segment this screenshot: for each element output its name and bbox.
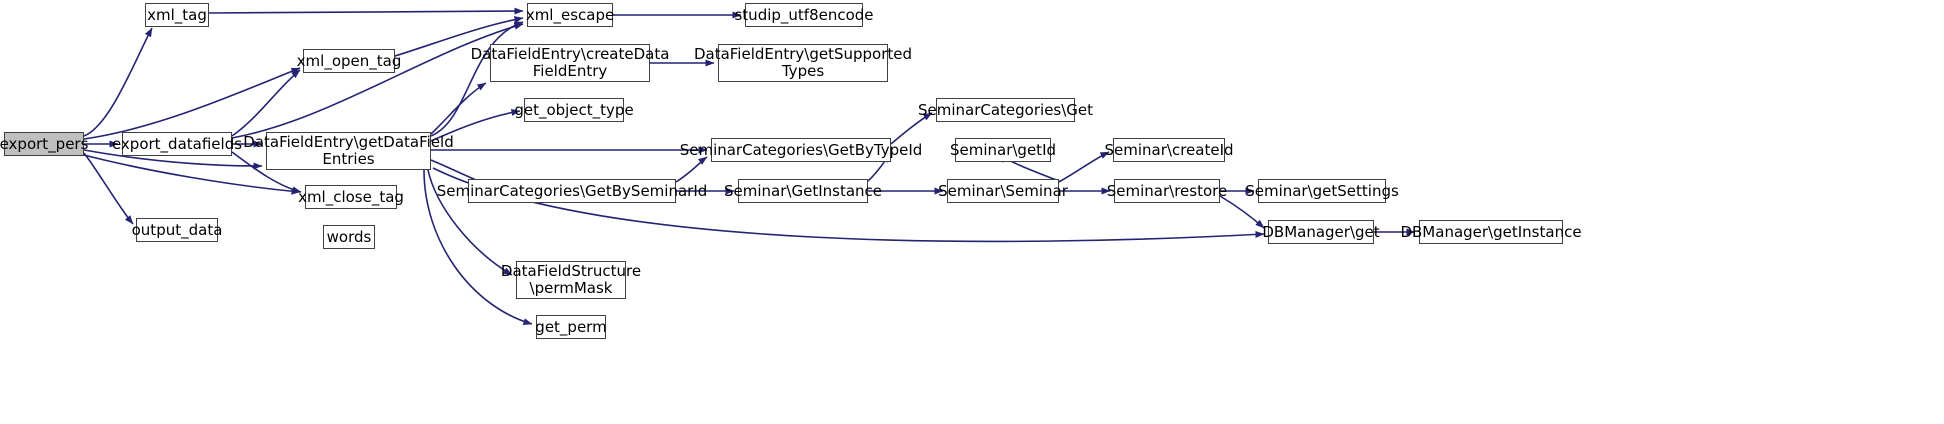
graph-node-seminar-getid[interactable]: Seminar\getId bbox=[950, 138, 1056, 162]
graph-node-label: DataFieldEntry\getSupported Types bbox=[693, 45, 913, 80]
graph-node-get-perm[interactable]: get_perm bbox=[535, 315, 607, 339]
graph-node-seminar-seminar[interactable]: Seminar\Seminar bbox=[938, 179, 1068, 203]
graph-edge bbox=[231, 69, 301, 137]
graph-node-xml-tag[interactable]: xml_tag bbox=[145, 3, 209, 27]
graph-node-xml-open-tag[interactable]: xml_open_tag bbox=[297, 49, 401, 73]
graph-node-label: DataFieldStructure \permMask bbox=[500, 262, 642, 297]
graph-node-permmask[interactable]: DataFieldStructure \permMask bbox=[501, 261, 641, 299]
graph-node-label: DBManager\get bbox=[1262, 222, 1380, 241]
graph-node-label: DataFieldEntry\createData FieldEntry bbox=[470, 45, 670, 80]
graph-node-getbyseminarid[interactable]: SeminarCategories\GetBySeminarId bbox=[437, 179, 707, 203]
graph-node-label: xml_tag bbox=[147, 5, 207, 24]
graph-node-dbmanager-get[interactable]: DBManager\get bbox=[1262, 220, 1380, 244]
graph-node-label: SeminarCategories\GetBySeminarId bbox=[436, 181, 708, 200]
graph-node-studip-utf8encode[interactable]: studip_utf8encode bbox=[734, 3, 874, 27]
graph-edge bbox=[208, 7, 524, 15]
graph-node-get-object-type[interactable]: get_object_type bbox=[514, 98, 634, 122]
graph-node-export-datafields[interactable]: export_datafields bbox=[112, 132, 242, 156]
graph-node-xml-close-tag[interactable]: xml_close_tag bbox=[298, 185, 404, 209]
graph-edge bbox=[1058, 151, 1110, 183]
graph-node-label: Seminar\getSettings bbox=[1245, 181, 1399, 200]
graph-edge bbox=[83, 27, 153, 137]
graph-node-label: get_perm bbox=[535, 317, 607, 336]
graph-node-label: xml_close_tag bbox=[298, 187, 404, 206]
graph-node-label: xml_open_tag bbox=[296, 51, 402, 70]
graph-node-label: export_pers bbox=[0, 134, 89, 153]
graph-node-label: DBManager\getInstance bbox=[1400, 222, 1582, 241]
graph-node-label: Seminar\Seminar bbox=[938, 181, 1068, 200]
graph-edge bbox=[430, 82, 487, 135]
graph-node-seminar-restore[interactable]: Seminar\restore bbox=[1107, 179, 1227, 203]
graph-node-getbytypeid[interactable]: SeminarCategories\GetByTypeId bbox=[680, 138, 922, 162]
graph-node-label: get_object_type bbox=[514, 100, 634, 119]
graph-node-xml-escape[interactable]: xml_escape bbox=[525, 3, 615, 27]
graph-node-label: SeminarCategories\GetByTypeId bbox=[679, 140, 923, 159]
graph-node-export-pers[interactable]: export_pers bbox=[0, 132, 88, 156]
graph-node-seminar-getsettings[interactable]: Seminar\getSettings bbox=[1245, 179, 1399, 203]
graph-node-label: output_data bbox=[131, 220, 223, 239]
graph-node-seminar-createid[interactable]: Seminar\createId bbox=[1105, 138, 1234, 162]
graph-edge bbox=[83, 152, 134, 225]
graph-node-label: DataFieldEntry\getDataField Entries bbox=[243, 133, 454, 168]
graph-node-getsupportedtypes[interactable]: DataFieldEntry\getSupported Types bbox=[694, 44, 912, 82]
graph-edge bbox=[675, 156, 708, 183]
graph-node-createdatafieldentry[interactable]: DataFieldEntry\createData FieldEntry bbox=[471, 44, 669, 82]
graph-node-label: Seminar\createId bbox=[1104, 140, 1234, 159]
graph-edge bbox=[231, 22, 524, 139]
graph-node-output-data[interactable]: output_data bbox=[132, 218, 222, 242]
graph-node-label: SeminarCategories\Get bbox=[917, 100, 1094, 119]
graph-node-label: Seminar\getId bbox=[949, 140, 1057, 159]
graph-node-label: words bbox=[326, 227, 372, 246]
graph-node-label: Seminar\GetInstance bbox=[724, 181, 882, 200]
graph-node-label: export_datafields bbox=[111, 134, 243, 153]
graph-node-label: Seminar\restore bbox=[1106, 181, 1228, 200]
graph-edge bbox=[83, 67, 301, 140]
graph-node-getdatafieldentries[interactable]: DataFieldEntry\getDataField Entries bbox=[243, 132, 454, 170]
graph-node-label: xml_escape bbox=[525, 5, 615, 24]
graph-node-seminar-getinstance[interactable]: Seminar\GetInstance bbox=[724, 179, 882, 203]
graph-node-seminarcategoriesget[interactable]: SeminarCategories\Get bbox=[918, 98, 1093, 122]
graph-node-label: studip_utf8encode bbox=[734, 5, 874, 24]
graph-node-dbmanager-getinstance[interactable]: DBManager\getInstance bbox=[1400, 220, 1582, 244]
graph-node-words[interactable]: words bbox=[323, 225, 375, 249]
